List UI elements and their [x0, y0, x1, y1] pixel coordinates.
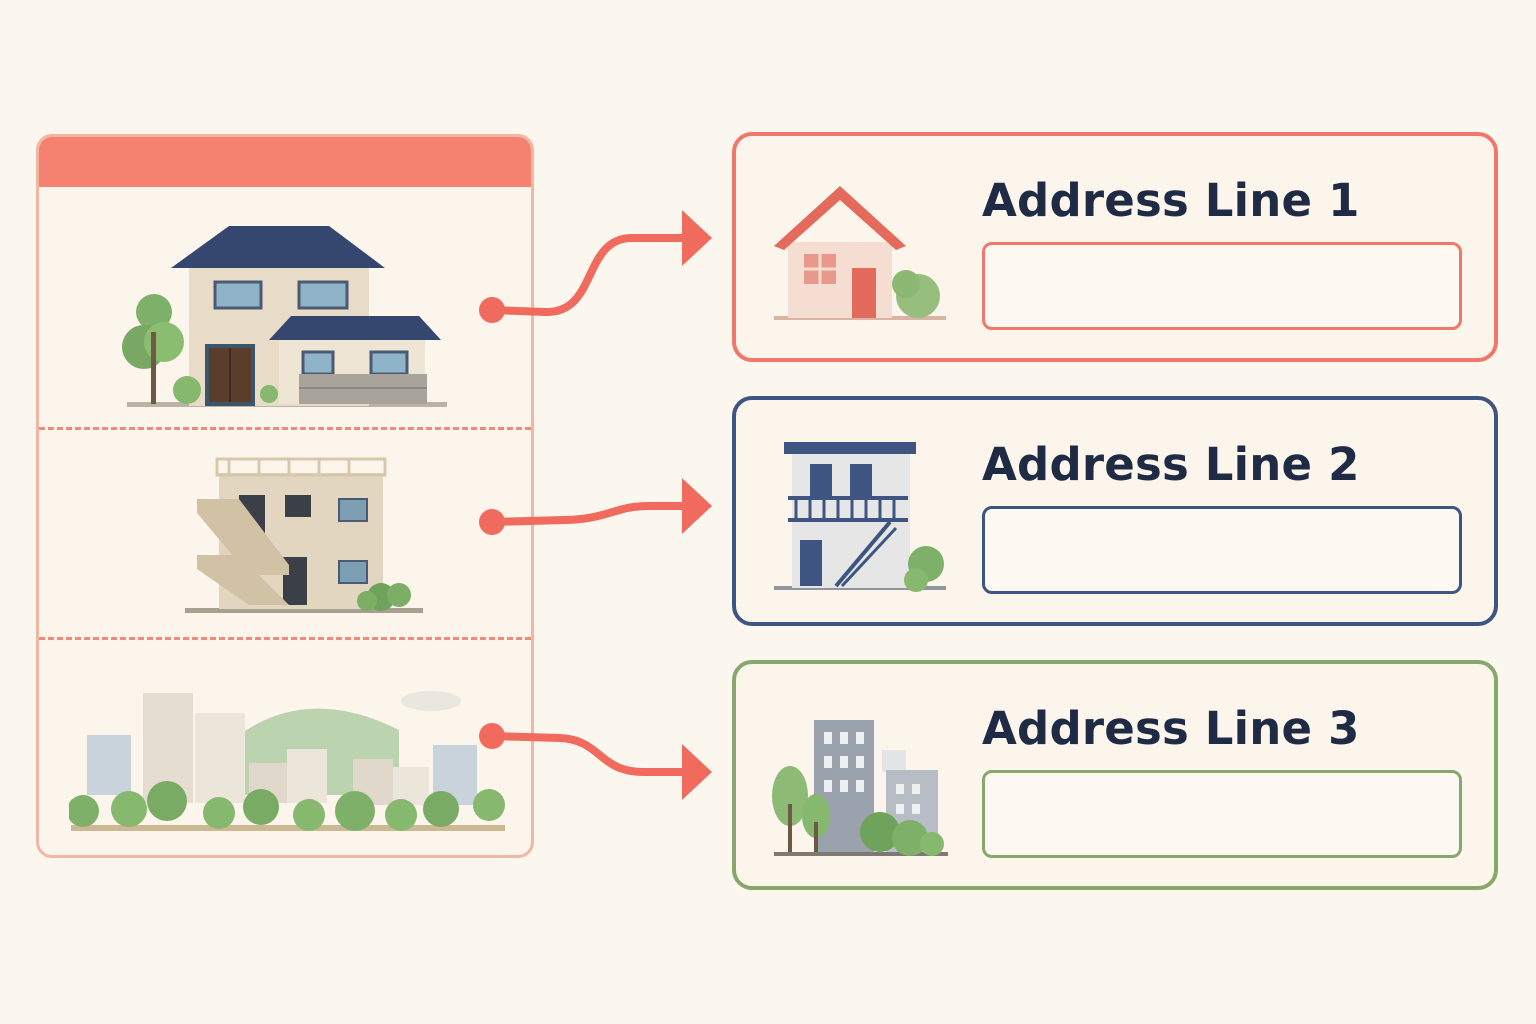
apartment-building-icon — [185, 457, 423, 613]
arrowhead-icon — [682, 744, 712, 800]
address-line-1-label: Address Line 1 — [982, 174, 1360, 227]
panel-divider — [39, 427, 531, 430]
arrow-line-1 — [488, 234, 688, 317]
city-building-icon — [772, 720, 948, 856]
arrowhead-icon — [682, 210, 712, 266]
housing-types-panel — [36, 134, 534, 858]
address-line-3-label: Address Line 3 — [982, 702, 1360, 755]
detached-house-icon — [122, 226, 447, 407]
house-icon — [774, 186, 946, 320]
arrow-line-2 — [488, 502, 688, 526]
address-line-1-card: Address Line 1 — [732, 132, 1498, 362]
apartment-icon — [774, 442, 946, 592]
connector-dot — [479, 297, 505, 323]
address-line-3-card: Address Line 3 — [732, 660, 1498, 890]
address-line-2-card: Address Line 2 — [732, 396, 1498, 626]
connector-dot — [479, 723, 505, 749]
panel-divider — [39, 637, 531, 640]
arrow-line-3 — [488, 732, 688, 776]
panel-header — [39, 137, 531, 187]
address-line-3-input[interactable] — [982, 770, 1462, 858]
city-skyline-icon — [69, 691, 505, 831]
arrowhead-icon — [682, 478, 712, 534]
address-line-2-label: Address Line 2 — [982, 438, 1360, 491]
address-line-1-input[interactable] — [982, 242, 1462, 330]
address-line-2-input[interactable] — [982, 506, 1462, 594]
connector-dot — [479, 509, 505, 535]
